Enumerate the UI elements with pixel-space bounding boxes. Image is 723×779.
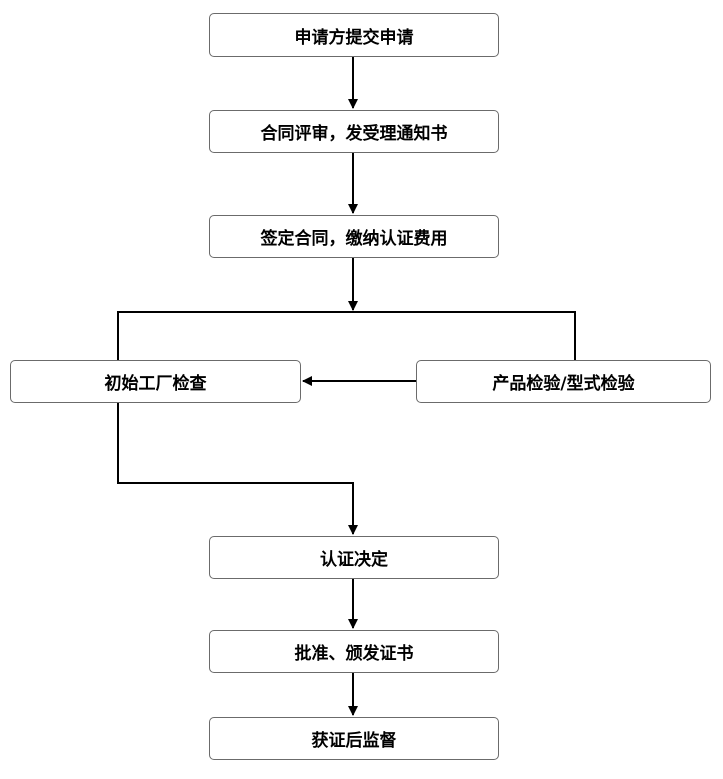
step-label: 产品检验/型式检验: [492, 374, 635, 394]
step-label: 批准、颁发证书: [294, 644, 414, 664]
step-label: 初始工厂检查: [104, 374, 207, 394]
step-label: 合同评审，发受理通知书: [260, 124, 448, 144]
step-post-certification-monitoring: 获证后监督: [209, 717, 499, 760]
step-label: 获证后监督: [311, 731, 397, 751]
step-certification-decision: 认证决定: [209, 536, 499, 579]
step-label: 认证决定: [320, 550, 388, 570]
step-factory-inspection: 初始工厂检查: [10, 360, 301, 403]
step-submit-application: 申请方提交申请: [209, 13, 499, 57]
step-label: 申请方提交申请: [294, 27, 414, 48]
step-contract-review: 合同评审，发受理通知书: [209, 110, 499, 153]
arrow-factory-to-decision: [117, 403, 358, 535]
step-approve-issue-certificate: 批准、颁发证书: [209, 630, 499, 673]
step-label: 签定合同，缴纳认证费用: [260, 229, 448, 249]
branch-line-to-test: [353, 311, 576, 360]
step-sign-contract: 签定合同，缴纳认证费用: [209, 215, 499, 258]
step-product-test: 产品检验/型式检验: [416, 360, 711, 403]
branch-line-to-factory: [117, 311, 353, 360]
